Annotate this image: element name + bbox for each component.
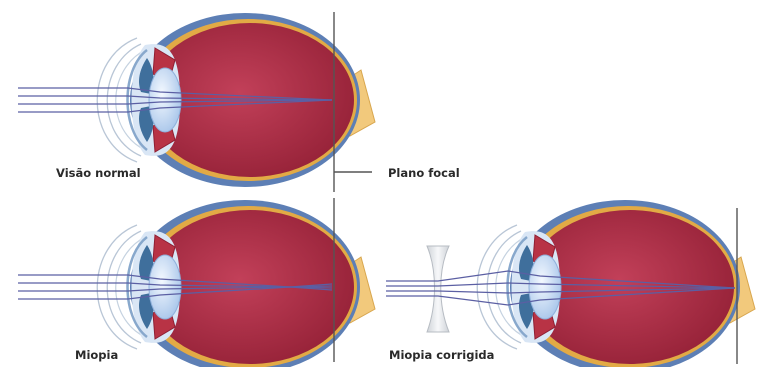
label-focal-plane: Plano focal <box>388 166 460 180</box>
label-normal-vision: Visão normal <box>56 166 141 180</box>
eye-normal-group <box>18 12 375 192</box>
concave-lens <box>427 246 449 332</box>
label-myopia: Miopia <box>75 348 118 362</box>
eye-myopia-group <box>18 198 375 367</box>
label-corrected-myopia: Miopia corrigida <box>389 348 494 362</box>
eye-corrected-group <box>386 200 755 367</box>
